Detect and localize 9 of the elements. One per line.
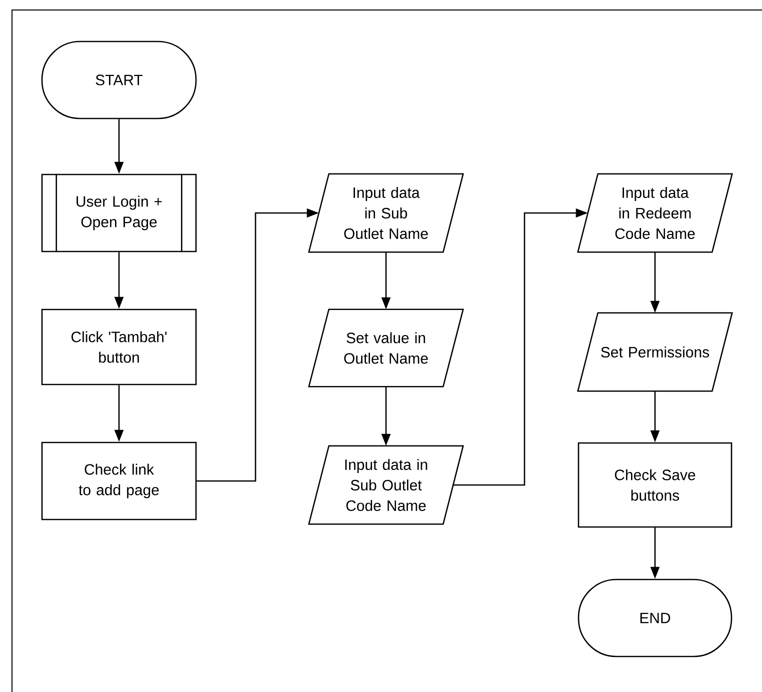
process-box: Check Save buttons bbox=[578, 442, 732, 528]
data-parallelogram: Input data in Redeem Code Name bbox=[577, 173, 733, 253]
data-parallelogram: Input data in Sub Outlet Name bbox=[308, 173, 464, 253]
process-box: Check link to add page bbox=[41, 442, 197, 520]
data-parallelogram: Set Permissions bbox=[577, 312, 733, 392]
process-box: Click 'Tambah' button bbox=[41, 308, 197, 386]
data-parallelogram: Set value in Outlet Name bbox=[308, 308, 464, 388]
data-parallelogram: Input data in Sub Outlet Code Name bbox=[308, 445, 464, 525]
subprocess-box: User Login + Open Page bbox=[41, 174, 197, 252]
